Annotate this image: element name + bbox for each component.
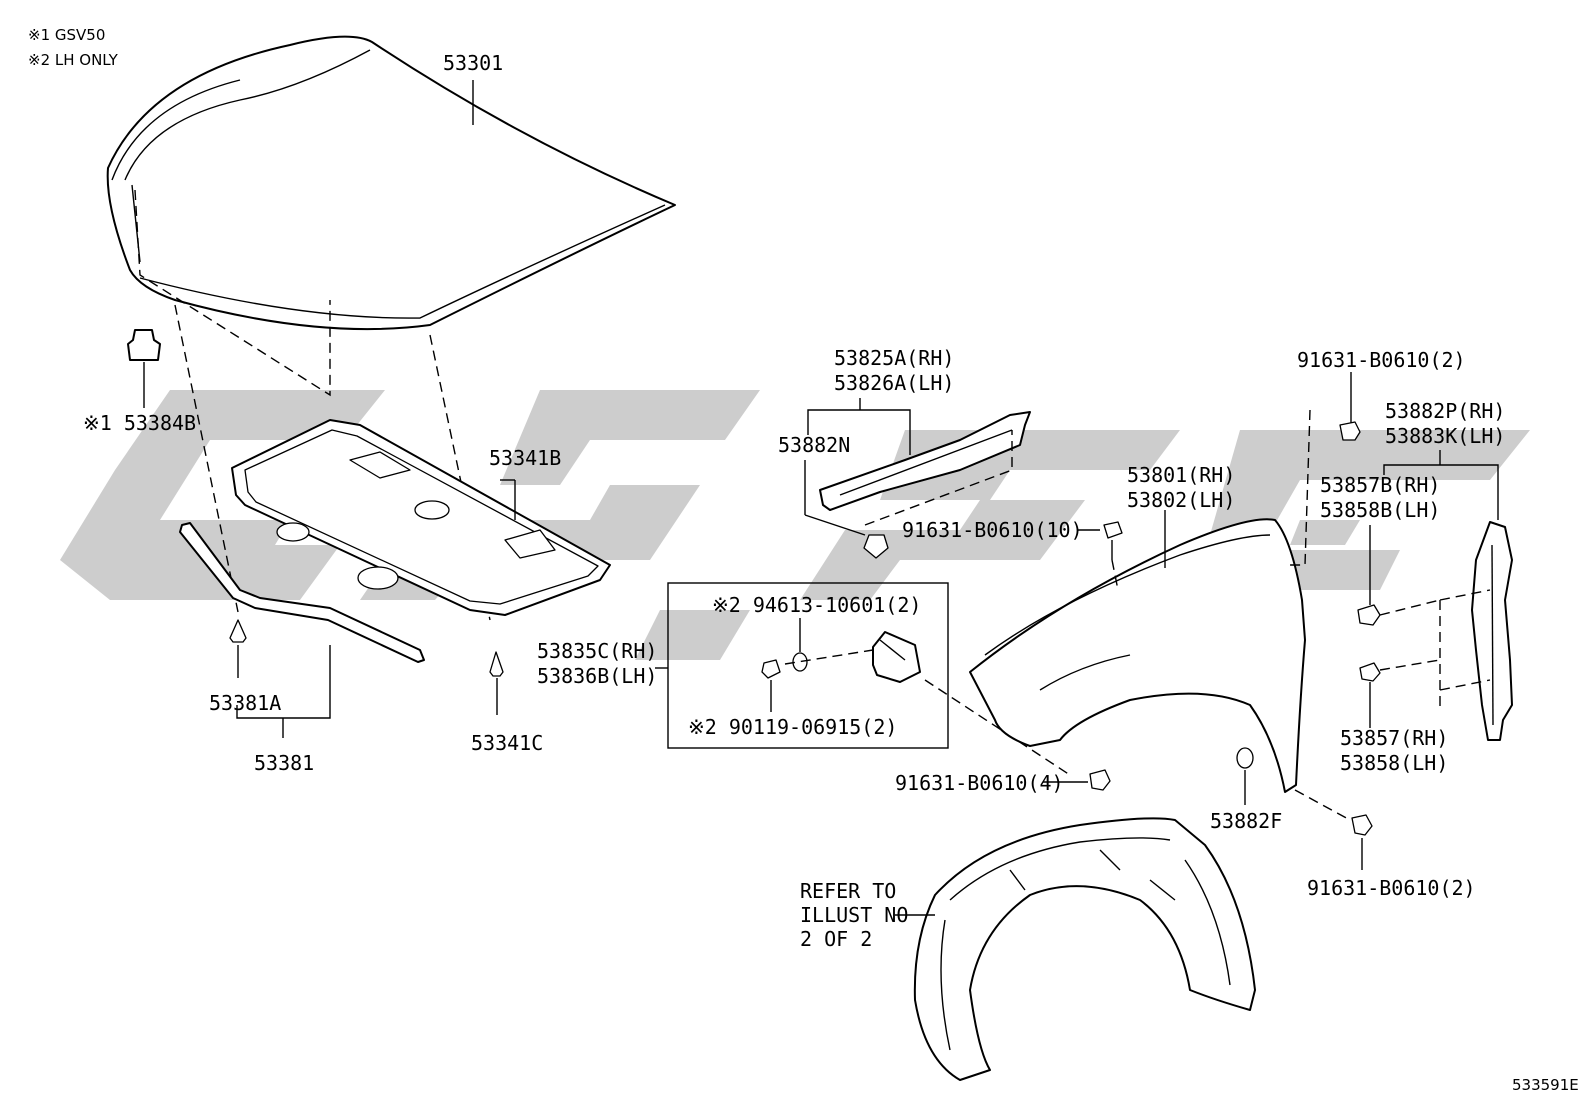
- label-hood: 53301: [443, 51, 503, 75]
- cushion-part: [127, 329, 161, 408]
- clip-icon: [1357, 525, 1441, 626]
- label-hood-insulator: 53341B: [489, 446, 561, 470]
- label-clip-rh: 53857(RH): [1340, 726, 1448, 750]
- bolt-icon: [1078, 521, 1123, 591]
- label-bracket-bolt: ※2 90119-06915(2): [688, 715, 897, 739]
- label-insulator-clip: 53341C: [471, 731, 543, 755]
- label-bolt-10: 91631-B0610(10): [902, 518, 1083, 542]
- label-cushion: ※1 53384B: [83, 411, 196, 435]
- hood-panel: [106, 35, 676, 331]
- label-clip-b-lh: 53858B(LH): [1320, 498, 1440, 522]
- diagram-code: 533591E: [1512, 1076, 1579, 1094]
- clip-icon: [1359, 659, 1441, 728]
- wheel-liner: [913, 817, 1256, 1081]
- label-clip-b-rh: 53857B(RH): [1320, 473, 1440, 497]
- clip-icon: [804, 460, 889, 559]
- label-washer: ※2 94613-10601(2): [712, 593, 921, 617]
- clip-icon: [489, 651, 504, 715]
- label-bolt-4: 91631-B0610(4): [895, 771, 1064, 795]
- hood-insulator: [231, 419, 611, 616]
- fender-liner: [1471, 521, 1513, 741]
- note-1: ※1 GSV50: [28, 26, 105, 44]
- label-seal-lh: 53826A(LH): [834, 371, 954, 395]
- fender-panel: [969, 518, 1306, 793]
- label-liner-lh: 53883K(LH): [1385, 424, 1505, 448]
- bolt-icon: [1285, 372, 1361, 566]
- refer-line-3: 2 OF 2: [800, 927, 872, 951]
- label-seal-rh: 53825A(RH): [834, 346, 954, 370]
- hood-seal: [179, 522, 425, 663]
- label-bracket-rh: 53835C(RH): [537, 639, 657, 663]
- label-liner-rh: 53882P(RH): [1385, 399, 1505, 423]
- label-fender-rh: 53801(RH): [1127, 463, 1235, 487]
- bolt-icon: [1294, 789, 1373, 870]
- label-seal: 53381: [254, 751, 314, 775]
- refer-line-2: ILLUST NO: [800, 903, 908, 927]
- label-clip-f: 53882F: [1210, 809, 1282, 833]
- clip-icon: [1236, 747, 1254, 805]
- label-bolt-top: 91631-B0610(2): [1297, 348, 1466, 372]
- clip-icon: [229, 619, 247, 678]
- refer-line-1: REFER TO: [800, 879, 896, 903]
- bolt-icon: [761, 659, 781, 712]
- label-clip-lh: 53858(LH): [1340, 751, 1448, 775]
- label-bolt-bottom: 91631-B0610(2): [1307, 876, 1476, 900]
- label-seal-clip-n: 53882N: [778, 433, 850, 457]
- fender-seal: [819, 411, 1031, 511]
- bracket-box: [655, 582, 949, 749]
- bolt-icon: [1043, 769, 1111, 791]
- washer-icon: [792, 618, 808, 672]
- label-fender-lh: 53802(LH): [1127, 488, 1235, 512]
- note-2: ※2 LH ONLY: [28, 51, 119, 69]
- label-bracket-lh: 53836B(LH): [537, 664, 657, 688]
- label-seal-clip: 53381A: [209, 691, 281, 715]
